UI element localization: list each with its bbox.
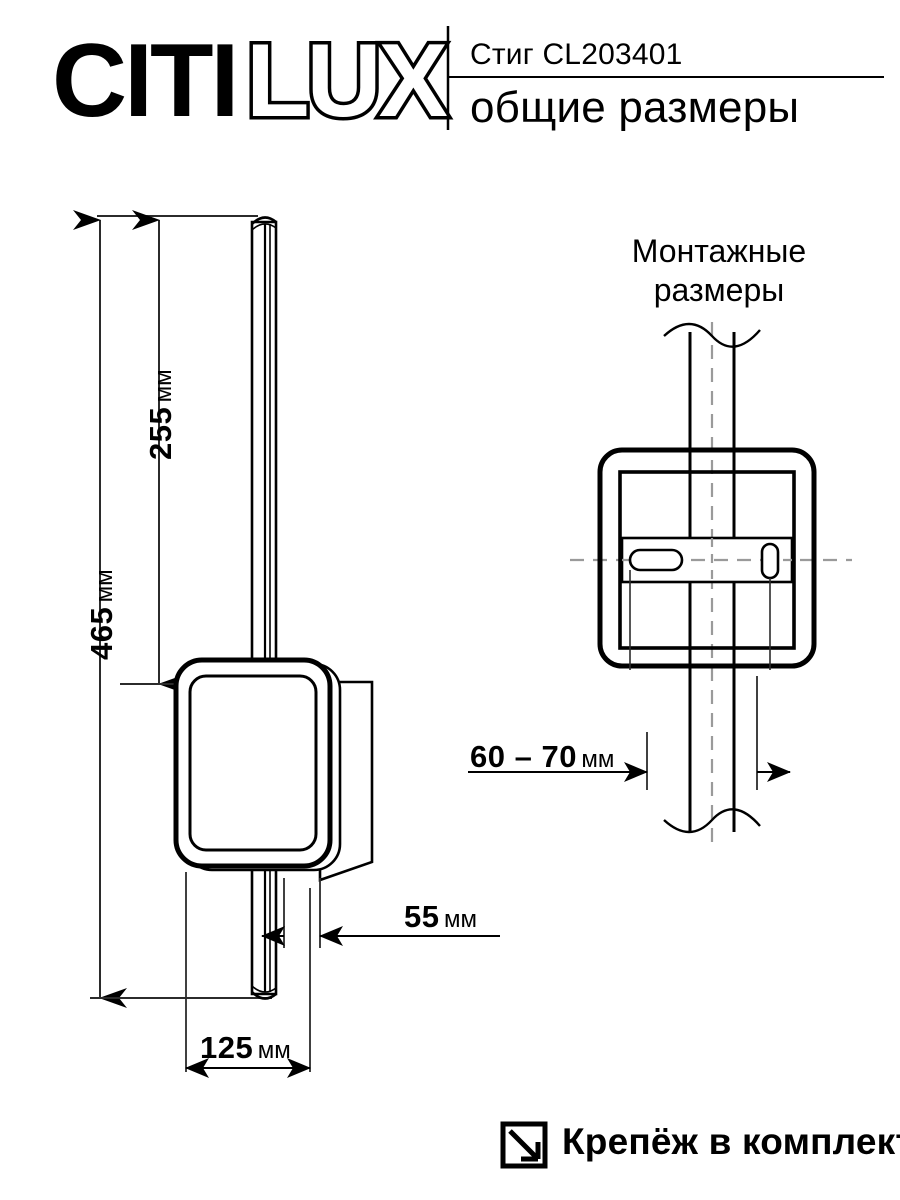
mounting-bracket-outer <box>597 447 817 669</box>
footer-label: Крепёж в комплекте <box>562 1121 900 1162</box>
rod-top-cap <box>251 216 277 225</box>
dimension-label-255: 255 мм <box>143 369 178 460</box>
break-line-top <box>663 322 761 348</box>
dimension-label-55: 55 мм <box>404 901 477 932</box>
lamp-head-diffuser <box>188 674 318 852</box>
mounting-view <box>468 322 852 846</box>
lamp-head <box>173 657 342 872</box>
dimension-value-465: 465 <box>84 606 119 660</box>
dimension-value-125: 125 <box>200 1030 254 1065</box>
led-rod <box>250 216 278 1000</box>
rod-bottom-cap-inner <box>251 985 277 993</box>
mounting-slot-vertical <box>760 542 780 580</box>
brand-logo: CITI LUX <box>52 20 884 143</box>
mounting-title-line2: размеры <box>653 272 785 309</box>
page-title: общие размеры <box>470 83 800 132</box>
dimension-label-60-70: 60 – 70 мм <box>470 741 614 772</box>
mounting-plate-inner <box>618 470 796 650</box>
icon-box-outline <box>500 1121 548 1169</box>
dimension-unit-465: мм <box>91 569 118 603</box>
dimension-value-60-70: 60 – 70 <box>470 739 577 774</box>
mounting-title-line1: Монтажные <box>631 233 807 269</box>
fasteners-included-icon <box>500 1121 548 1169</box>
dimension-unit-55: мм <box>443 906 477 933</box>
dimension-label-465: 465 мм <box>84 569 119 660</box>
dimension-unit-125: мм <box>257 1037 291 1064</box>
icon-arrow-shaft <box>508 1129 540 1161</box>
mounting-section-title: Монтажные размеры <box>604 232 834 310</box>
dimension-unit-60-70: мм <box>581 746 615 773</box>
brand-logo-lux: LUX <box>246 23 448 139</box>
dimension-value-55: 55 <box>404 899 440 934</box>
dimension-60-70 <box>468 676 791 790</box>
brand-logo-citi: CITI <box>52 23 236 139</box>
icon-arrow-head <box>521 1142 541 1162</box>
dimension-unit-255: мм <box>150 369 177 403</box>
rod-bottom-cap <box>251 991 277 1000</box>
dimension-55 <box>261 878 500 948</box>
model-name: Стиг CL203401 <box>470 38 683 71</box>
rod-top-cap-inner <box>251 223 277 231</box>
dimension-label-125: 125 мм <box>200 1032 291 1063</box>
dimension-value-255: 255 <box>143 406 178 460</box>
mounting-slot-horizontal <box>628 548 684 572</box>
front-elevation-view <box>73 210 500 1078</box>
dimension-125 <box>185 872 311 1078</box>
break-line-bottom <box>663 808 761 834</box>
